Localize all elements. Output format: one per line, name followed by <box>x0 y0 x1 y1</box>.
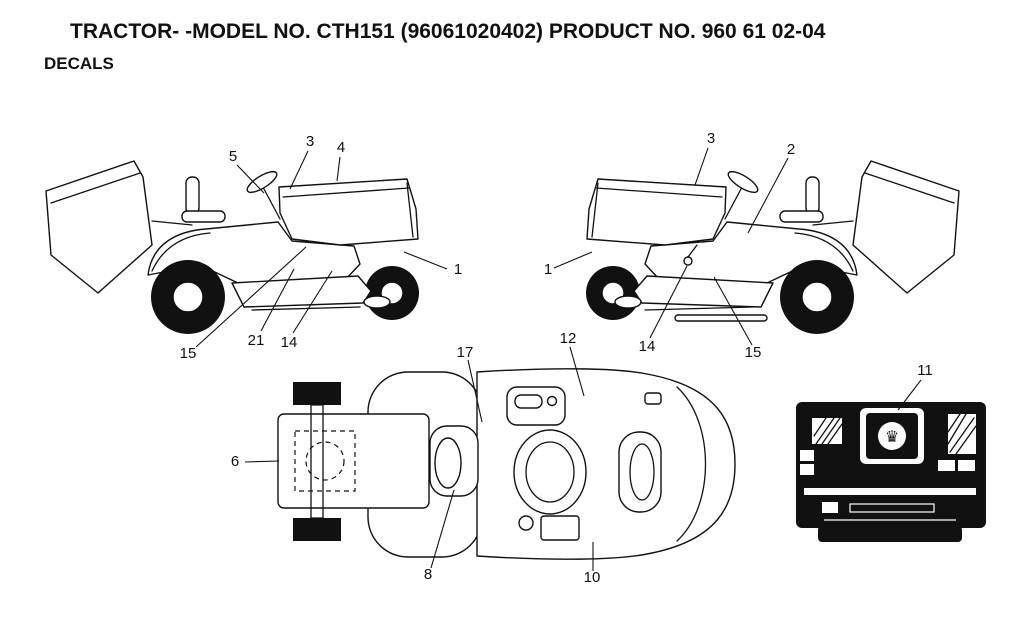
tractor-right-side-view: 3 2 1 14 15 <box>544 130 960 361</box>
callout-15-left: 15 <box>180 345 197 362</box>
steering-wheel-right <box>724 170 759 220</box>
small-decals-right <box>938 460 975 471</box>
callout-5-left: 5 <box>229 148 237 165</box>
deck-lift-hook <box>683 244 698 266</box>
callout-6-top: 6 <box>231 453 239 470</box>
callout-10-top: 10 <box>584 569 601 586</box>
hood-right <box>586 178 727 246</box>
callout-14-right: 14 <box>639 338 656 355</box>
warning-decal-left <box>812 417 843 445</box>
leader-lines-top <box>244 346 594 571</box>
brand-logo-plate: ♛ <box>860 408 924 464</box>
tractor-left-side-view: 5 3 4 1 15 21 14 <box>45 133 462 362</box>
tractor-top-view: 17 12 6 8 10 <box>231 330 736 586</box>
steering-wheel-top <box>513 429 587 515</box>
engine-cover-detail <box>518 515 580 541</box>
grass-catcher-right <box>812 160 960 294</box>
mower-deck-left <box>231 275 391 311</box>
front-wheel-top-lower <box>293 518 341 541</box>
crown-icon: ♛ <box>885 429 899 446</box>
rear-wheel-left <box>151 260 225 334</box>
callout-3-left: 3 <box>306 133 314 150</box>
mower-deck-right <box>614 275 774 322</box>
callout-14-left: 14 <box>281 334 298 351</box>
grass-catcher-left <box>45 160 193 294</box>
front-wheel-top-upper <box>293 382 341 405</box>
fuel-cap-top <box>644 392 662 405</box>
section-title: DECALS <box>44 54 114 73</box>
seat-left <box>181 176 226 223</box>
warning-decal-right <box>947 413 977 455</box>
tractor-body-left <box>147 221 361 284</box>
tractor-body-right <box>644 221 858 284</box>
callout-3-right: 3 <box>707 130 715 147</box>
callout-17-top: 17 <box>457 344 474 361</box>
seat-top <box>618 431 662 513</box>
leader-line-decal <box>897 379 922 411</box>
belt-cover-top <box>429 425 479 497</box>
callout-21-left: 21 <box>248 332 265 349</box>
callout-2-right: 2 <box>787 141 795 158</box>
callout-1-left: 1 <box>454 261 462 278</box>
front-wheel-left <box>365 266 419 320</box>
small-decals-left <box>800 450 814 475</box>
decal-panel-body <box>796 402 986 542</box>
callout-1-right: 1 <box>544 261 552 278</box>
mower-deck-top <box>277 413 430 509</box>
callout-8-top: 8 <box>424 566 432 583</box>
steering-wheel-left <box>246 170 281 220</box>
front-wheel-right <box>586 266 640 320</box>
leader-lines-left <box>195 150 448 348</box>
rear-wheel-right <box>780 260 854 334</box>
panel-trim-details <box>804 488 976 521</box>
callout-15-right: 15 <box>745 344 762 361</box>
hood-left <box>278 178 419 246</box>
callout-12-top: 12 <box>560 330 577 347</box>
dashboard-top <box>506 386 566 426</box>
leader-lines-right <box>553 147 789 346</box>
rear-decal-panel: ♛ 11 <box>796 362 986 542</box>
seat-right <box>779 176 824 223</box>
callout-11-decal: 11 <box>917 362 933 379</box>
page-title: TRACTOR- -MODEL NO. CTH151 (96061020402)… <box>70 20 826 43</box>
callout-4-left: 4 <box>337 139 345 156</box>
